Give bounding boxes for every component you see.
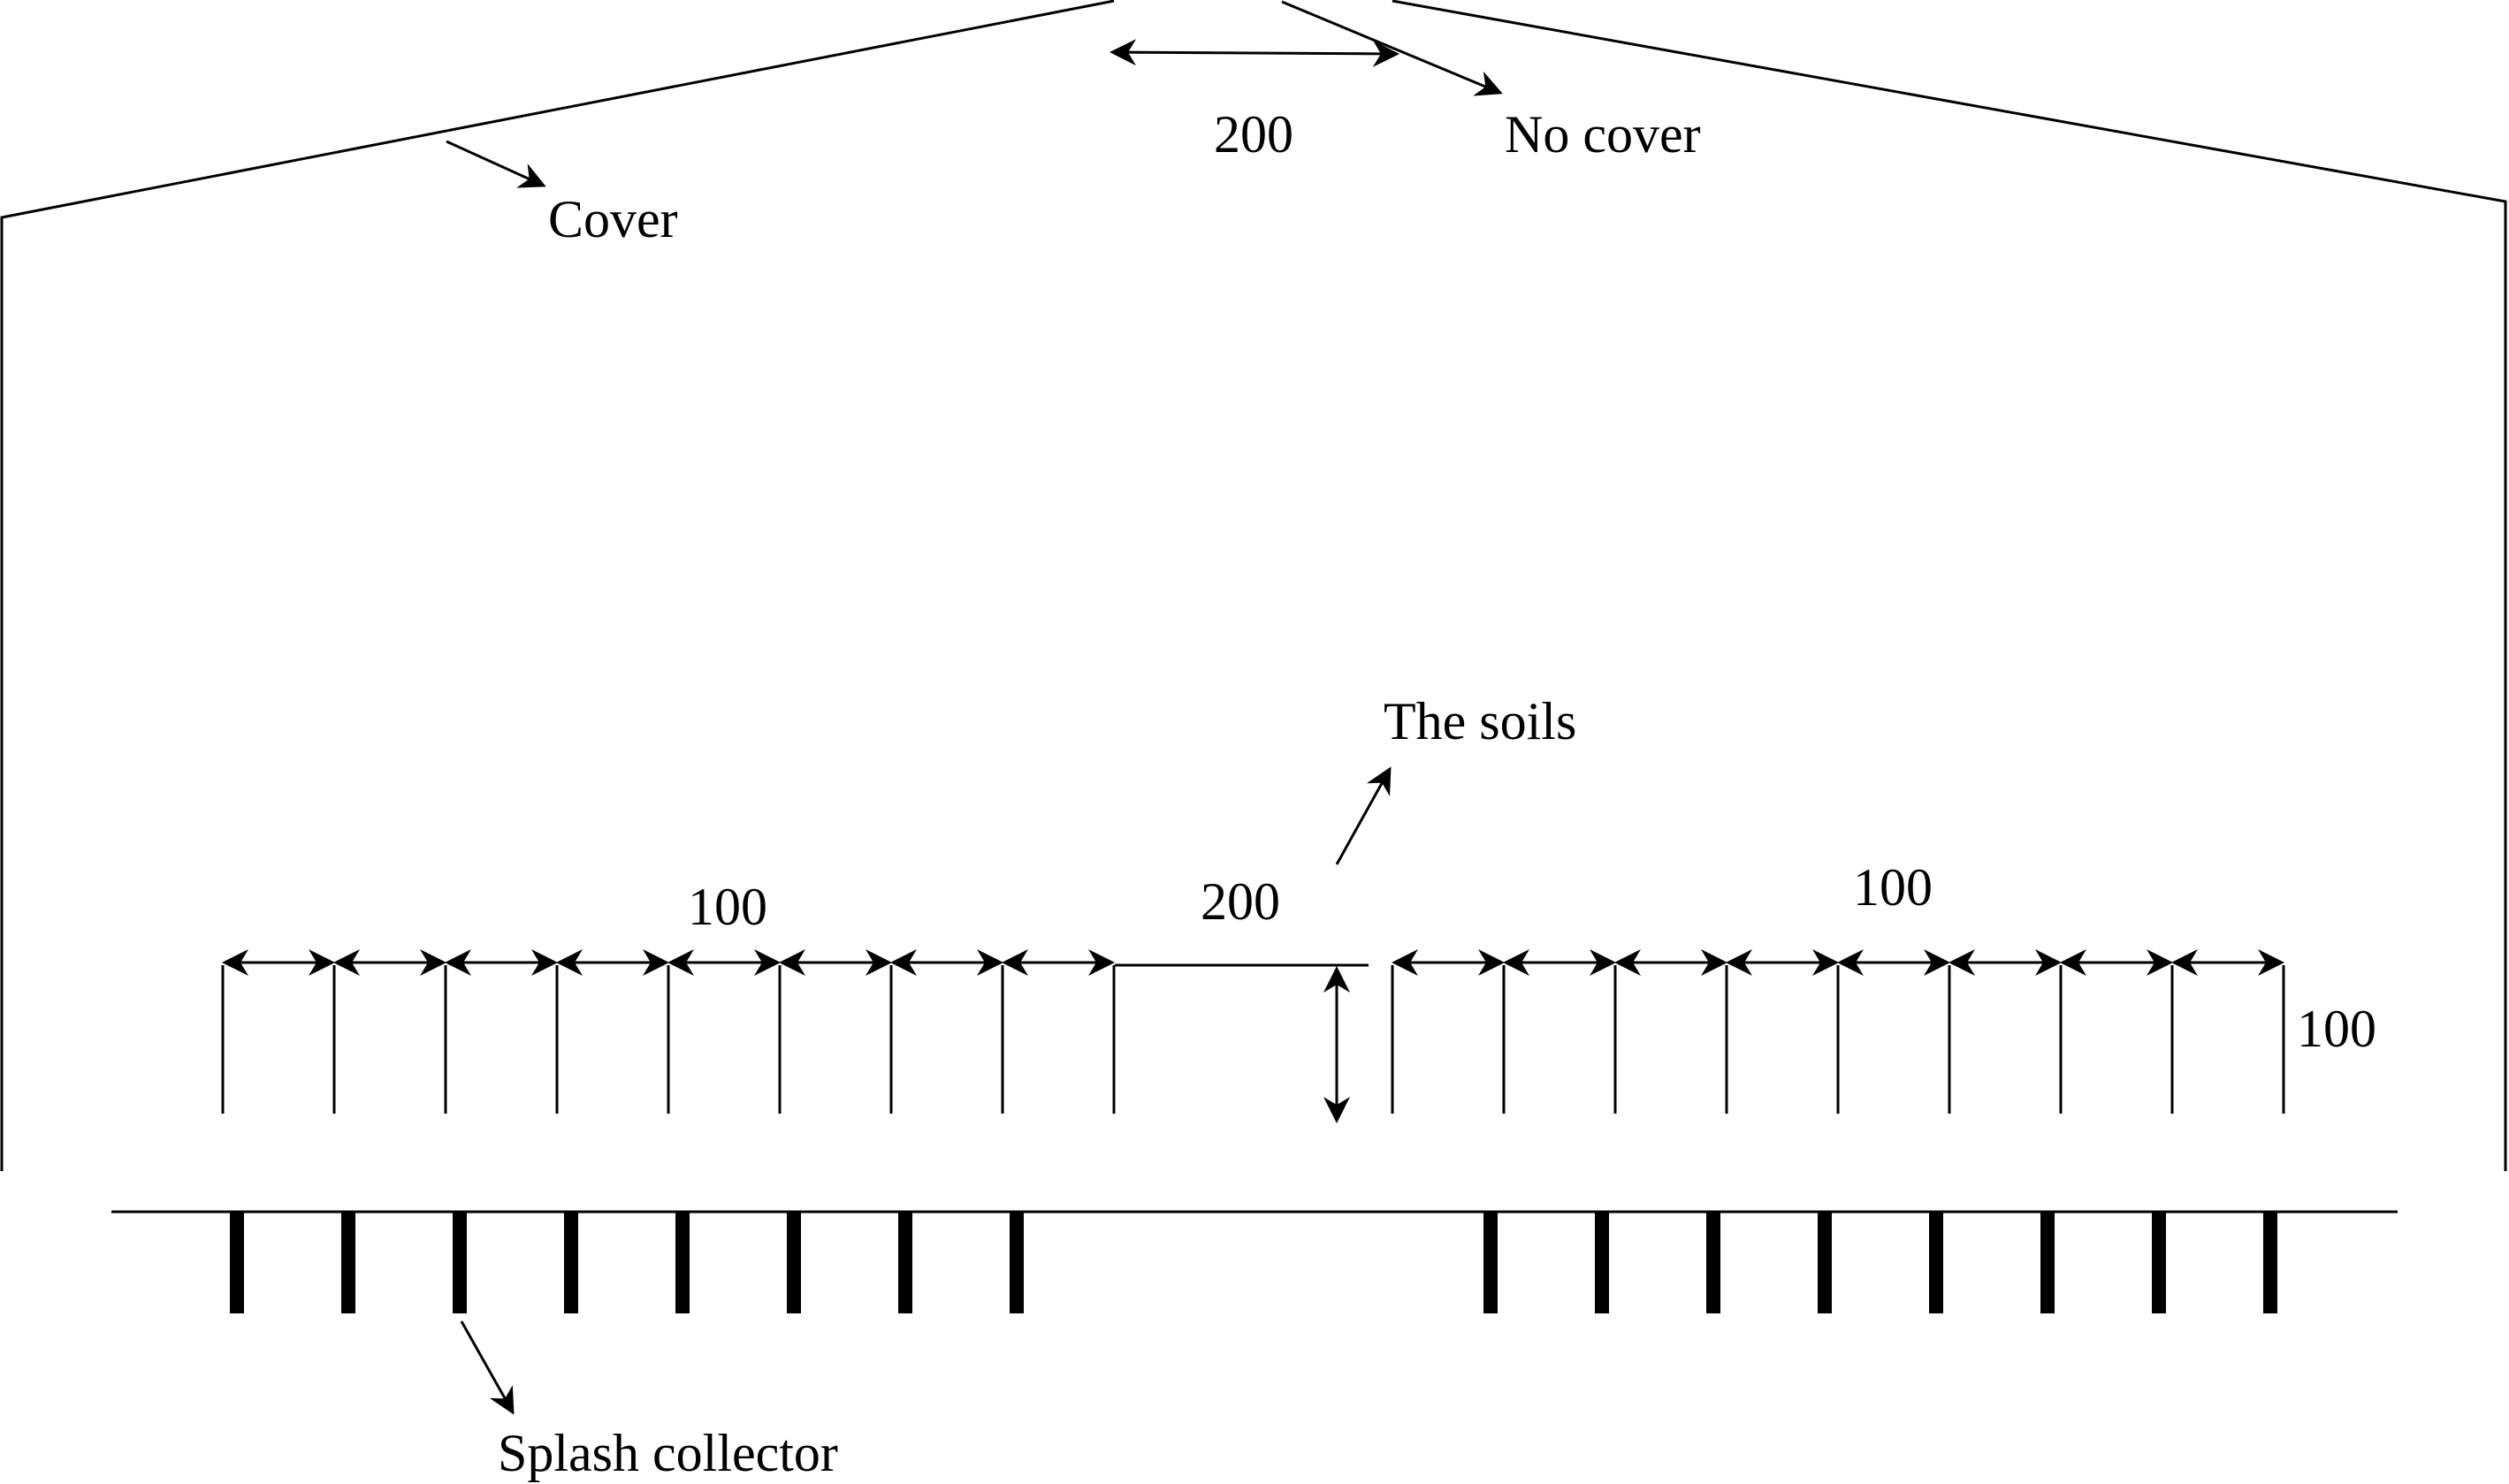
left-roof-and-wall <box>0 0 1115 1171</box>
splash-collector <box>898 1212 912 1313</box>
cover-leader-arrow <box>446 140 546 188</box>
soil-plot-lines <box>221 965 2285 1114</box>
splash-collector <box>230 1212 244 1313</box>
right-roof-and-wall <box>1392 0 2507 1171</box>
splash-collector <box>453 1212 467 1313</box>
splash-collector <box>1929 1212 1943 1313</box>
splash-collector <box>1595 1212 1609 1313</box>
splash-collector <box>1010 1212 1024 1313</box>
splash-collectors <box>230 1212 2277 1313</box>
splash-collector <box>1706 1212 1720 1313</box>
splash-collector <box>675 1212 690 1313</box>
left-spacing-label: 100 <box>688 878 767 936</box>
no-cover-leader-arrow <box>1281 0 1503 96</box>
splash-collector <box>341 1212 355 1313</box>
splash-collector <box>787 1212 801 1313</box>
center-gap-label: 200 <box>1201 872 1280 931</box>
splash-collector <box>1818 1212 1832 1313</box>
shelter-frame <box>0 0 2507 1171</box>
splash-collector-label: Splash collector <box>498 1424 838 1482</box>
right-spacing-label: 100 <box>1853 858 1933 917</box>
splash-collector <box>2263 1212 2277 1313</box>
cover-label: Cover <box>548 190 678 248</box>
plot-height-label: 100 <box>2297 1000 2376 1058</box>
no-cover-label: No cover <box>1505 105 1701 164</box>
soils-label: The soils <box>1384 692 1577 750</box>
splash-collector <box>2152 1212 2166 1313</box>
splash-collector <box>564 1212 578 1313</box>
splash-collector-leader-arrow <box>460 1320 515 1415</box>
top-gap-dimension-arrow <box>1110 39 1399 67</box>
soils-leader-arrow <box>1335 766 1392 865</box>
splash-collector <box>1483 1212 1498 1313</box>
top-gap-label: 200 <box>1214 105 1293 164</box>
splash-collector <box>2040 1212 2055 1313</box>
